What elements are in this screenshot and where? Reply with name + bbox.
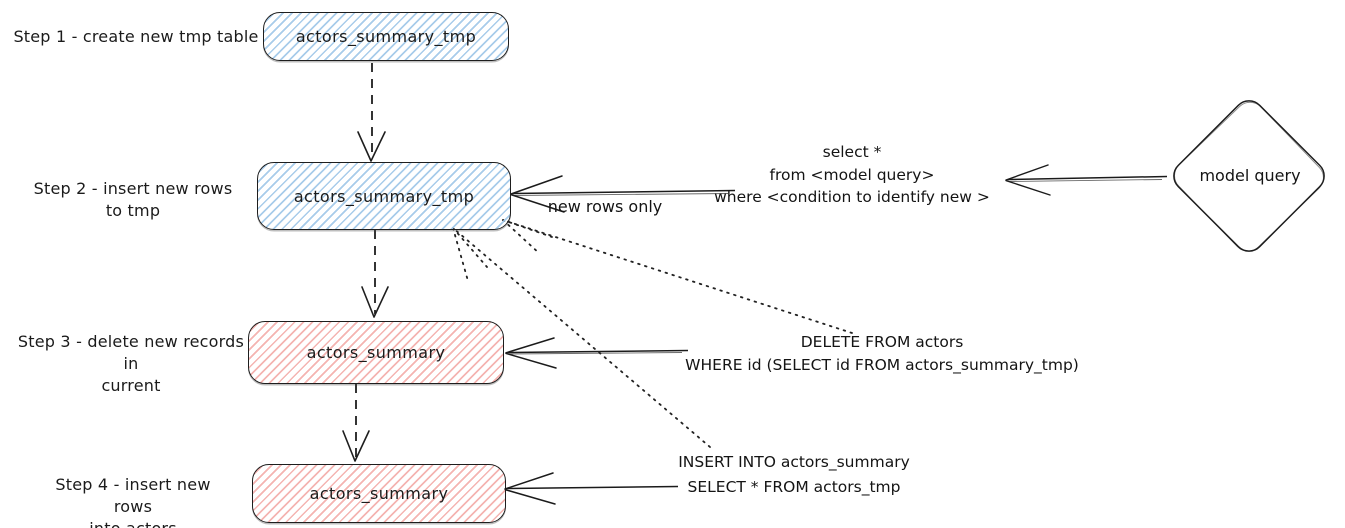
dotted-arrow-insert-to-tmp-box [452,227,711,448]
arrow-delete-to-summary-box [505,337,689,369]
node-step2-label: actors_summary_tmp [293,186,475,206]
select-query-line2: from <model query> [769,165,935,184]
step-3-label-line2: current [101,376,161,395]
step-3-label: Step 3 - delete new records in current [10,331,252,397]
delete-sql-line1: DELETE FROM actors [800,333,964,351]
step-4-label-line1: Step 4 - insert new rows [55,475,211,516]
step-3-label-line1: Step 3 - delete new records in [17,332,245,373]
node-step3-label: actors_summary [306,343,446,362]
step-2-label-line2: to tmp [105,201,161,220]
model-query-diamond [1173,100,1325,252]
dotted-arrow-delete-to-tmp-box [502,219,853,334]
dashed-arrow-step2-step3 [361,230,389,318]
step-4-label-line2: into actors [40,518,226,528]
step-1-label-line1: Step 1 - create new tmp table [13,27,259,46]
arrow-model-query-to-select [1005,164,1168,196]
delete-sql-annotation: DELETE FROM actors WHERE id (SELECT id F… [664,331,1100,377]
step-2-label-line1: Step 2 - insert new rows [33,179,233,198]
delete-sql-line2: WHERE id (SELECT id FROM actors_summary_… [685,356,1079,374]
arrow-select-to-tmp-box [510,175,736,213]
dashed-arrow-step1-step2 [357,63,386,162]
dashed-arrow-step3-step4 [342,384,370,462]
new-rows-only-label: new rows only [538,197,672,216]
model-query-node-label: model query [1189,166,1311,185]
node-step4-actors-summary: actors_summary [252,464,506,523]
node-step4-label: actors_summary [309,484,449,503]
select-query-line1: select * [822,143,882,161]
insert-sql-line2: SELECT * FROM actors_tmp [687,478,901,496]
node-step3-actors-summary: actors_summary [248,321,504,384]
arrow-insert-to-summary-box [504,472,679,505]
model-query-text: model query [1199,166,1301,185]
select-query-annotation: select * from <model query> where <condi… [702,141,1002,209]
node-step2-actors-summary-tmp: actors_summary_tmp [257,162,511,230]
insert-sql-annotation: INSERT INTO actors_summary SELECT * FROM… [660,450,928,500]
new-rows-only-text: new rows only [547,197,663,216]
step-2-label: Step 2 - insert new rows to tmp [26,178,240,222]
select-query-line3: where <condition to identify new > [714,188,990,206]
node-step1-actors-summary-tmp: actors_summary_tmp [263,12,509,61]
insert-sql-line1: INSERT INTO actors_summary [678,453,910,471]
step-1-label: Step 1 - create new tmp table [8,26,264,48]
step-4-label: Step 4 - insert new rows into actors [40,474,226,528]
node-step1-label: actors_summary_tmp [295,27,477,46]
